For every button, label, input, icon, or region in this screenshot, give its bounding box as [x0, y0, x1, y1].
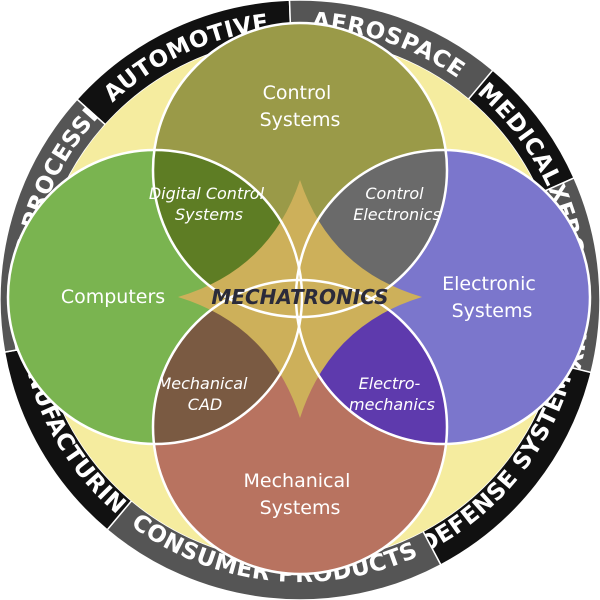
label-electronic-systems: Electronic Systems — [442, 273, 542, 322]
label-mechanical-cad: Mechanical CAD — [157, 374, 252, 414]
label-mechatronics: MECHATRONICS — [211, 285, 388, 309]
label-electro-mechanics: Electro- mechanics — [349, 374, 435, 414]
label-mechanical-systems: Mechanical Systems — [244, 470, 357, 519]
label-control-systems: Control Systems — [260, 82, 341, 131]
circle-outlines — [6, 21, 592, 576]
center-region-mechatronics — [178, 180, 422, 418]
label-control-electronics: Control Electronics — [353, 184, 441, 224]
label-computers: Computers — [61, 286, 165, 308]
label-digital-control-systems: Digital Control Systems — [149, 184, 269, 224]
